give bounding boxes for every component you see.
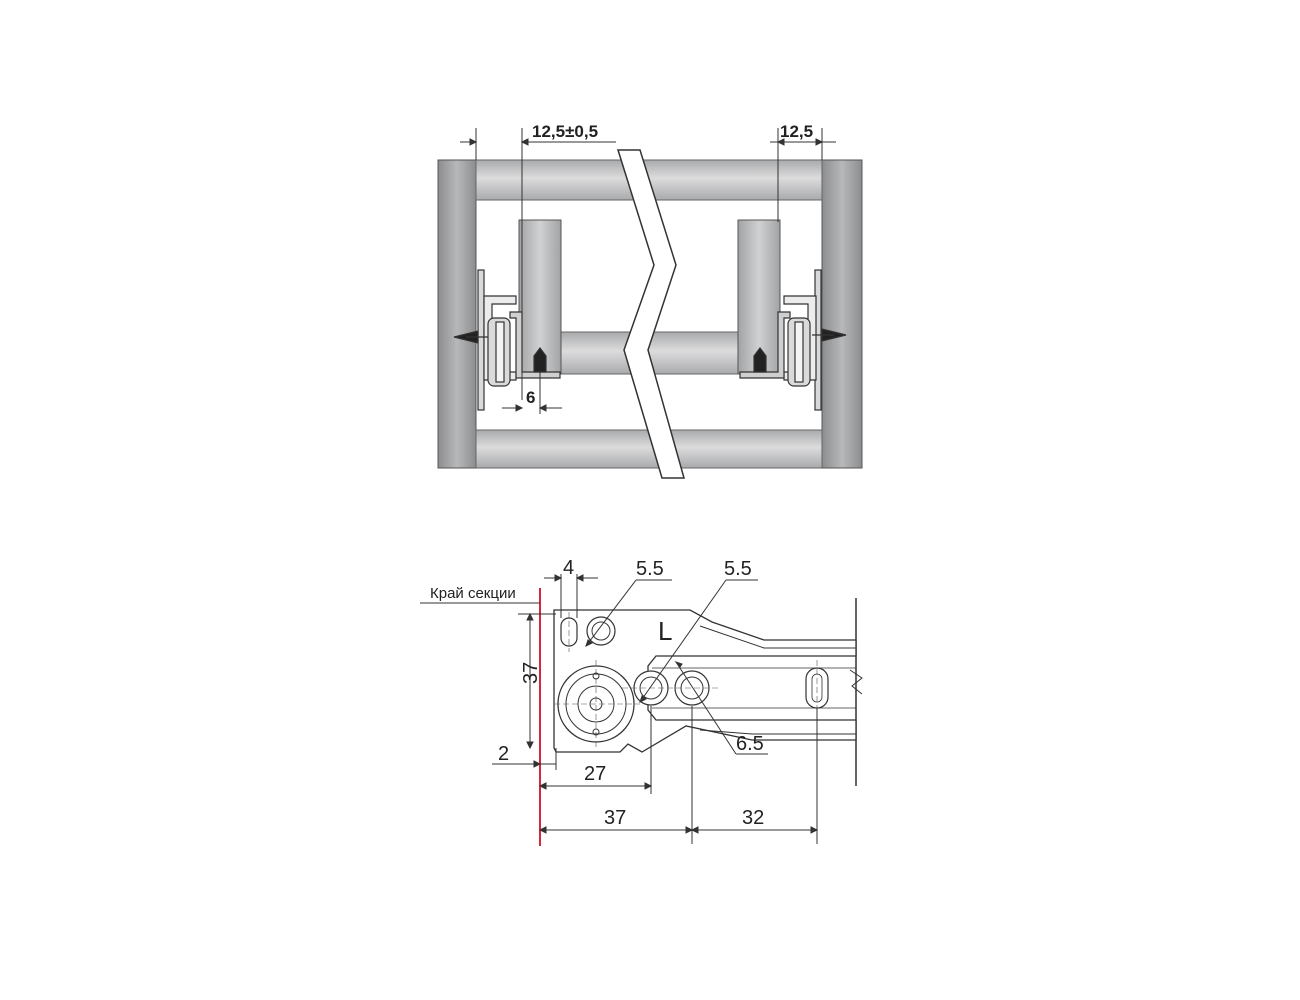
dim-label-right-gap: 12,5: [780, 122, 813, 141]
left-cabinet-side-panel: [437, 159, 477, 469]
dimension-screw-offset: [502, 372, 562, 414]
dim-label-screw-offset: 6: [526, 388, 535, 407]
right-slide-mechanism: [739, 269, 847, 411]
leader-hole-6-5: [674, 660, 768, 755]
bottom-view-slide-profile: Край секции L: [420, 557, 863, 846]
dim-label-hole-a: 5.5: [636, 558, 664, 580]
dim-label-4: 4: [563, 557, 574, 579]
dimension-32: [690, 708, 819, 844]
section-edge-label: Край секции: [430, 585, 516, 602]
dimension-left-gap: [460, 128, 616, 400]
dim-label-32: 32: [742, 807, 764, 829]
hole-5-5-a: [586, 616, 616, 646]
leader-hole-5-5-b: [639, 579, 758, 703]
left-slide-mechanism: [453, 269, 561, 411]
dim-label-vertical-37: 37: [520, 662, 542, 684]
cabinet-break-mark: [849, 669, 863, 695]
right-cabinet-side-panel: [821, 159, 863, 469]
top-view-cabinet-section: 12,5±0,5 12,5 6: [437, 122, 863, 479]
dim-label-2: 2: [498, 743, 509, 765]
dim-label-27: 27: [584, 763, 606, 785]
centerlines: [554, 612, 818, 748]
dimension-right-gap: [770, 128, 836, 222]
dimension-2: [492, 748, 557, 770]
break-line: [616, 149, 685, 479]
dim-label-hole-b: 5.5: [724, 558, 752, 580]
dimension-27: [538, 706, 653, 794]
dim-label-hole-6-5: 6.5: [736, 733, 764, 755]
leader-hole-5-5-a: [585, 579, 672, 647]
dim-label-left-gap: 12,5±0,5: [532, 122, 598, 141]
side-mark-label: L: [658, 616, 672, 646]
dimension-4: [544, 574, 598, 618]
dimension-vertical-37: [518, 612, 556, 750]
dimension-horizontal-37: [538, 706, 694, 844]
dim-label-horizontal-37: 37: [604, 807, 626, 829]
